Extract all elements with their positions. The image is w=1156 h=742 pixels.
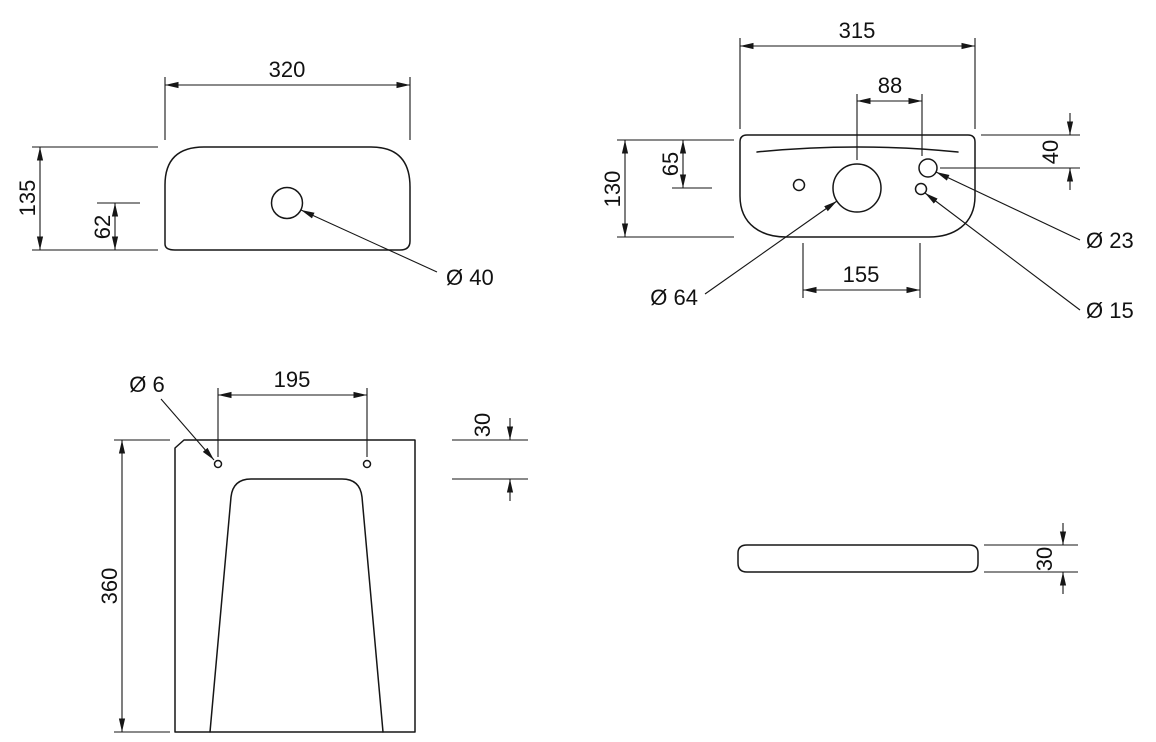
lid-profile-view: 30 bbox=[737, 523, 1078, 594]
hole-height-dim: 62 bbox=[90, 215, 115, 239]
cistern-top-outline bbox=[739, 134, 976, 238]
rim-height-dim: 30 bbox=[470, 413, 495, 437]
lid-thickness-dim: 30 bbox=[1032, 547, 1057, 571]
lid-front-view: 320 135 62 Ø 40 bbox=[15, 57, 494, 290]
cistern-top-view: 315 88 130 65 40 155 Ø 64 Ø 23 bbox=[600, 18, 1134, 323]
leader-line bbox=[704, 200, 838, 295]
left-small-hole bbox=[792, 178, 806, 192]
leader-line bbox=[160, 398, 215, 461]
leader-line bbox=[300, 209, 438, 273]
mount-hole-right bbox=[362, 459, 372, 469]
leader-line bbox=[935, 171, 1081, 241]
mount-hole-dia-label: Ø 6 bbox=[129, 372, 164, 397]
lid-width-dim: 320 bbox=[269, 57, 306, 82]
tank-front-outline bbox=[174, 439, 416, 733]
tank-height-dim: 360 bbox=[97, 568, 122, 605]
leader-line bbox=[924, 192, 1081, 311]
hole-span-dim: 195 bbox=[274, 367, 311, 392]
hole-offset-dim: 88 bbox=[878, 73, 902, 98]
inlet-hole bbox=[832, 163, 882, 213]
small-hole bbox=[914, 182, 928, 196]
cistern-depth-dim: 130 bbox=[600, 171, 625, 208]
hole-depth-dim: 65 bbox=[658, 152, 683, 176]
small-hole-dia-label: Ø 15 bbox=[1086, 298, 1134, 323]
mid-hole-dia-label: Ø 23 bbox=[1086, 228, 1134, 253]
mount-hole-left bbox=[213, 459, 223, 469]
top-offset-dim: 40 bbox=[1038, 140, 1063, 164]
button-hole-dia-label: Ø 40 bbox=[446, 265, 494, 290]
lid-height-dim: 135 bbox=[15, 180, 40, 217]
lid-profile-outline bbox=[737, 544, 979, 573]
mount-span-dim: 155 bbox=[843, 262, 880, 287]
button-hole bbox=[270, 186, 304, 220]
inlet-hole-dia-label: Ø 64 bbox=[650, 285, 698, 310]
tank-front-view: 195 Ø 6 30 360 bbox=[97, 367, 528, 733]
lid-front-outline bbox=[164, 146, 411, 251]
cistern-width-dim: 315 bbox=[839, 18, 876, 43]
mid-hole bbox=[918, 158, 938, 178]
tank-front-recess bbox=[209, 478, 384, 733]
